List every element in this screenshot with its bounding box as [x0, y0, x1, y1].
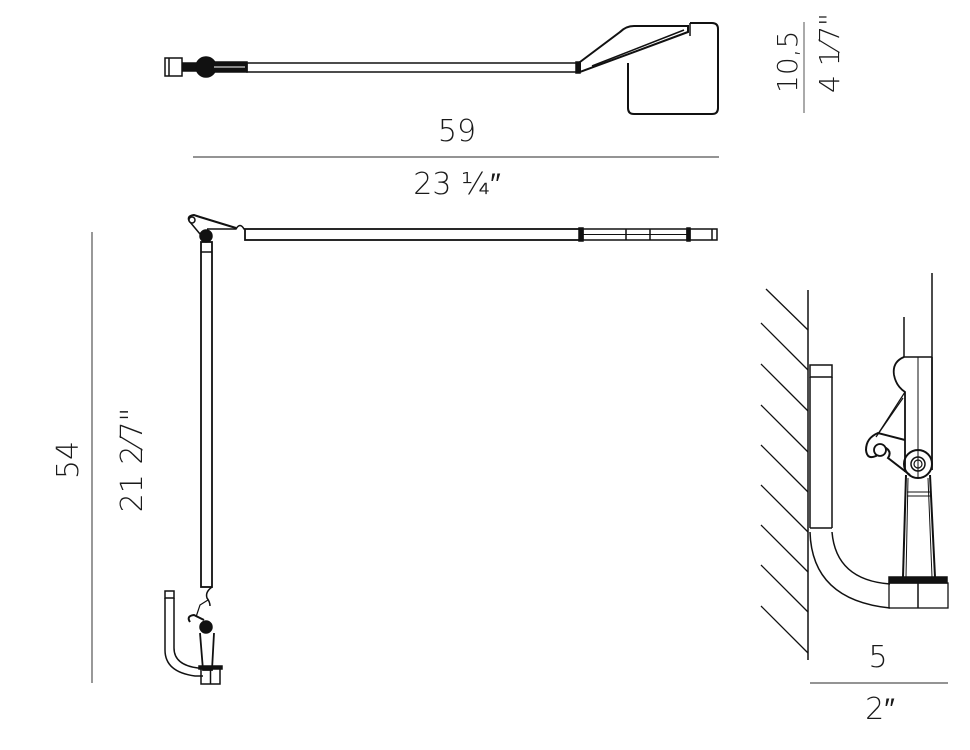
bracket-depth-imperial-label: 2″	[865, 692, 895, 727]
bracket-detail	[760, 273, 949, 660]
side-view	[164, 213, 718, 685]
head-height-imperial-label: 4 1⁄7"	[813, 13, 846, 93]
arm-length-metric-label: 59	[437, 114, 477, 149]
arm-length-imperial-label: 23 ¼″	[413, 167, 501, 202]
top-view	[164, 22, 719, 115]
total-height-imperial-label: 21 2⁄7"	[115, 407, 150, 513]
bracket-depth-metric-label: 5	[868, 640, 888, 675]
